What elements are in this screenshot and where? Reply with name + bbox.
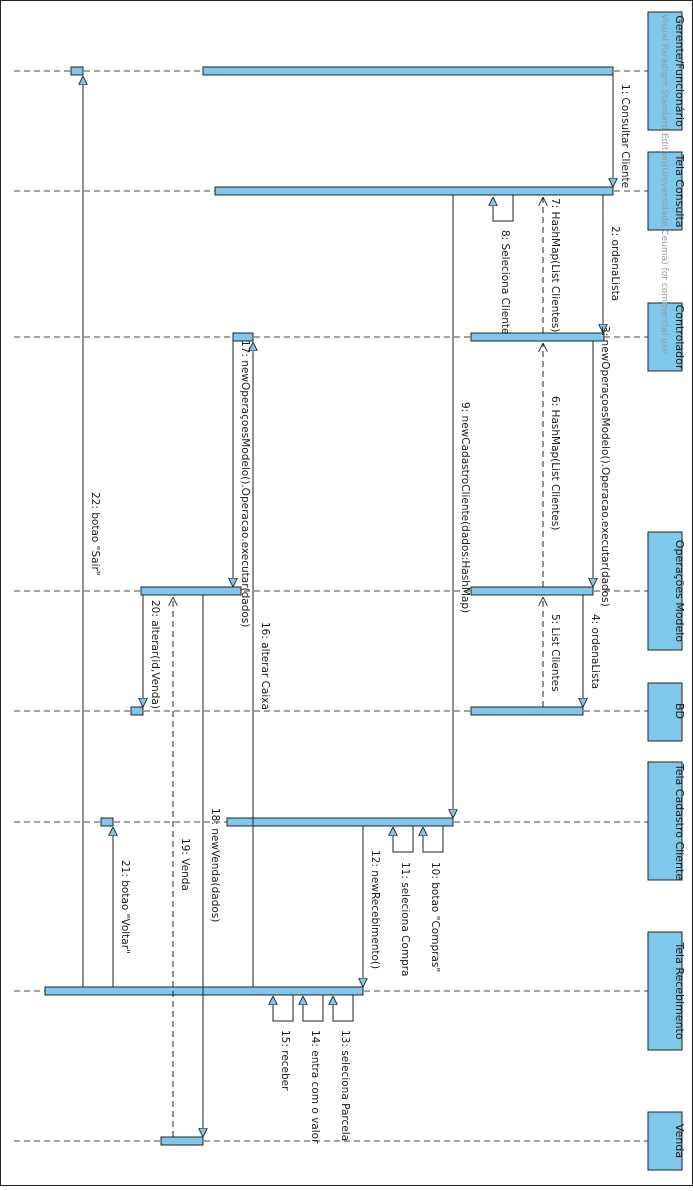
- participant-box-gerente: [647, 11, 683, 131]
- label-m1: 1: Consultar Cliente: [619, 84, 631, 188]
- label-m3: 3: newOperaçoesModelo().Operacao.executa…: [599, 326, 611, 607]
- activation-operacoes-2: [140, 586, 242, 596]
- arrow-m13: [333, 995, 354, 1022]
- label-m16: 16: alterar Caixa: [259, 622, 271, 710]
- label-m21: 21: botao "Voltar": [119, 860, 131, 954]
- activation-bd-2: [130, 706, 144, 716]
- label-m17: 17: newOperaçoesModelo().Operacao.execut…: [239, 340, 251, 627]
- activation-gerente-main: [202, 66, 614, 76]
- activation-controlador-1: [470, 332, 605, 342]
- participant-label-operacoes-modelo: Operações Modelo: [673, 540, 686, 642]
- activation-operacoes-1: [470, 586, 594, 596]
- label-m15: 15: receber: [279, 1030, 291, 1091]
- participant-box-bd: [647, 682, 683, 742]
- activation-tela-recebimento: [44, 986, 364, 996]
- activation-tela-cadastro-return: [100, 817, 114, 827]
- activation-controlador-2: [232, 332, 254, 342]
- arrow-m15: [273, 995, 294, 1022]
- label-m12: 12: newRecebimento(): [369, 850, 381, 969]
- participant-label-tela-consulta: Tela Consulta: [673, 153, 686, 227]
- label-m20: 20: alterar(id,Venda): [149, 600, 161, 709]
- participant-label-venda: Venda: [673, 1124, 686, 1158]
- participant-boxes: [647, 11, 683, 1171]
- arrow-m11: [393, 826, 414, 853]
- participant-label-tela-cadastro-cliente: Tela Cadastro Cliente: [673, 763, 686, 880]
- activation-tela-consulta: [214, 186, 614, 196]
- label-m10: 10: botao "Compras": [429, 862, 441, 972]
- participant-label-bd: BD: [673, 703, 686, 719]
- label-m8: 8: Seleciona Cliente: [499, 230, 511, 334]
- label-m18: 18: newVenda(dados): [209, 808, 221, 922]
- participant-label-tela-recebimento: Tela Recebimento: [673, 941, 686, 1039]
- label-m9: 9: newCadastroCliente(dados:HashMap): [459, 402, 471, 613]
- label-m22: 22: botao "Sair": [89, 492, 101, 576]
- label-m6: 6: HashMap(List Clientes): [549, 396, 561, 530]
- activation-gerente-return: [70, 66, 84, 76]
- participant-box-operacoes-modelo: [647, 531, 683, 651]
- label-m5: 5: List Clientes: [549, 614, 561, 692]
- label-m13: 13: seleciona Parcela: [339, 1030, 351, 1141]
- activation-bars: [44, 66, 614, 1146]
- arrow-m10: [423, 826, 444, 853]
- arrow-m8: [493, 195, 514, 222]
- participant-label-controlador: Controlador: [673, 305, 686, 370]
- participant-box-venda: [647, 1111, 683, 1171]
- label-m4: 4: ordenaLista: [589, 614, 601, 689]
- label-m2: 2: ordenaLista: [609, 226, 621, 301]
- activation-bd-1: [470, 706, 584, 716]
- participant-box-tela-recebimento: [647, 931, 683, 1051]
- participant-label-gerente: Gerente/Funcionário: [673, 15, 686, 127]
- message-labels: 1: Consultar Cliente 2: ordenaLista 3: n…: [89, 84, 631, 1144]
- activation-tela-cadastro: [226, 817, 454, 827]
- label-m7: 7: HashMap(List Clientes): [549, 198, 561, 332]
- activation-venda: [160, 1136, 204, 1146]
- label-m14: 14: entra com o valor: [309, 1030, 321, 1144]
- participant-box-controlador: [647, 302, 683, 372]
- label-m11: 11: seleciona Compra: [399, 862, 411, 977]
- message-arrows: [83, 75, 613, 1137]
- label-m19: 19: Venda: [179, 838, 191, 891]
- participant-box-tela-consulta: [647, 151, 683, 231]
- watermark: Visual Paradigm Standard Edition(Univers…: [659, 14, 669, 355]
- participant-box-tela-cadastro-cliente: [647, 761, 683, 881]
- arrow-m14: [303, 995, 324, 1022]
